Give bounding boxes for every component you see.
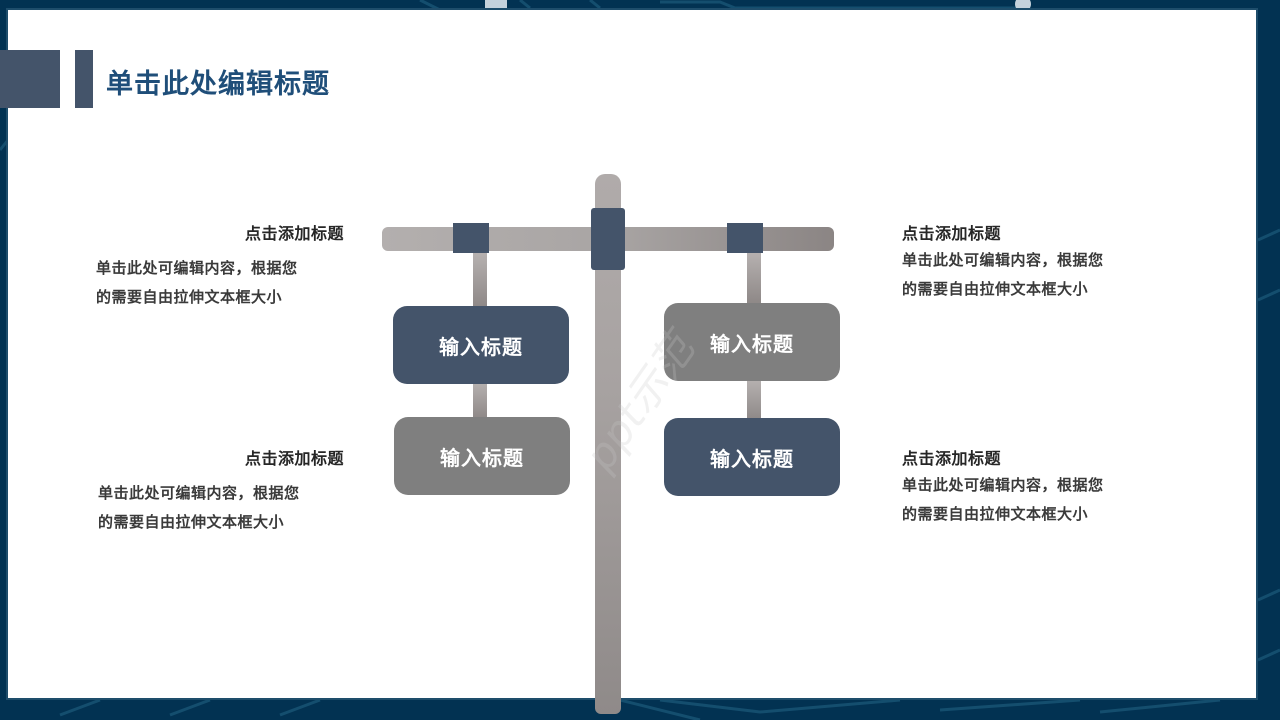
body-line: 的需要自由拉伸文本框大小: [96, 288, 283, 306]
sign-label: 输入标题: [710, 446, 794, 471]
body-line: 的需要自由拉伸文本框大小: [902, 505, 1089, 523]
block-title: 点击添加标题: [902, 224, 1002, 243]
body-line: 的需要自由拉伸文本框大小: [902, 280, 1089, 298]
left-clamp: [453, 223, 489, 253]
body-line: 单击此处可编辑内容，根据您: [902, 251, 1104, 269]
block-title: 点击添加标题: [902, 449, 1002, 468]
title-accent-block: [0, 50, 60, 108]
block-body: 单击此处可编辑内容，根据您 的需要自由拉伸文本框大小: [902, 246, 1162, 304]
block-body: 单击此处可编辑内容，根据您 的需要自由拉伸文本框大小: [84, 479, 344, 537]
block-body: 单击此处可编辑内容，根据您 的需要自由拉伸文本框大小: [902, 471, 1162, 529]
hanger-rod-left-upper: [473, 250, 487, 310]
page-title[interactable]: 单击此处编辑标题: [106, 69, 330, 100]
sign-label: 输入标题: [440, 445, 524, 470]
block-title: 点击添加标题: [244, 224, 344, 243]
sign-label: 输入标题: [439, 334, 523, 359]
text-block-right-top[interactable]: 点击添加标题 单击此处可编辑内容，根据您 的需要自由拉伸文本框大小: [902, 220, 1162, 304]
slide-canvas: 单击此处编辑标题: [0, 10, 1256, 698]
block-title: 点击添加标题: [244, 449, 344, 468]
hanger-rod-right-lower: [747, 378, 761, 422]
block-body: 单击此处可编辑内容，根据您 的需要自由拉伸文本框大小: [84, 254, 344, 312]
body-line: 单击此处可编辑内容，根据您: [98, 484, 300, 502]
pole-clamp: [591, 208, 625, 270]
right-clamp: [727, 223, 763, 253]
hanger-rod-left-lower: [473, 380, 487, 420]
sign-right-bottom[interactable]: 输入标题: [664, 418, 840, 496]
title-accent-bar: [75, 50, 93, 108]
sign-left-bottom[interactable]: 输入标题: [394, 417, 570, 495]
body-line: 的需要自由拉伸文本框大小: [98, 513, 285, 531]
text-block-right-bottom[interactable]: 点击添加标题 单击此处可编辑内容，根据您 的需要自由拉伸文本框大小: [902, 445, 1162, 529]
sign-right-top[interactable]: 输入标题: [664, 303, 840, 381]
text-block-left-top[interactable]: 点击添加标题 单击此处可编辑内容，根据您 的需要自由拉伸文本框大小: [84, 220, 344, 312]
body-line: 单击此处可编辑内容，根据您: [902, 476, 1104, 494]
sign-left-top[interactable]: 输入标题: [393, 306, 569, 384]
body-line: 单击此处可编辑内容，根据您: [96, 259, 298, 277]
text-block-left-bottom[interactable]: 点击添加标题 单击此处可编辑内容，根据您 的需要自由拉伸文本框大小: [84, 445, 344, 537]
hanger-rod-right-upper: [747, 250, 761, 306]
sign-label: 输入标题: [710, 331, 794, 356]
